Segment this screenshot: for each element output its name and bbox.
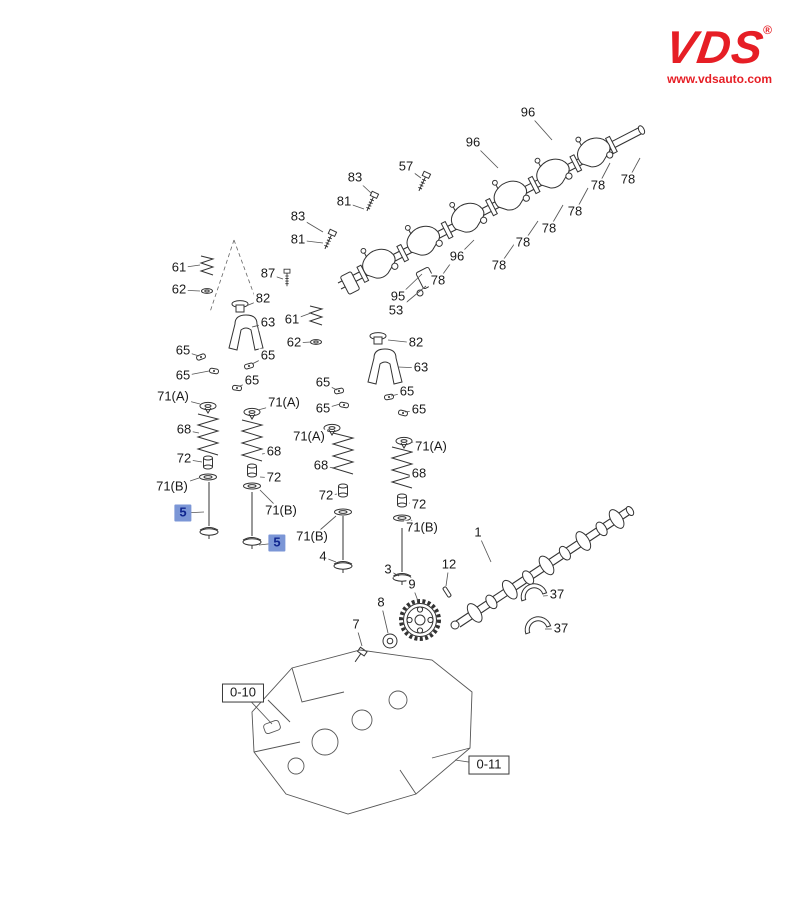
- brand-logo: VDS® www.vdsauto.com: [662, 21, 772, 86]
- part-number-label[interactable]: 71(B): [263, 502, 299, 519]
- part-number-label[interactable]: 37: [547, 586, 567, 603]
- part-number-label[interactable]: 9: [406, 576, 418, 593]
- brand-website: www.vdsauto.com: [667, 72, 772, 86]
- part-number-label[interactable]: 8: [375, 594, 387, 611]
- part-number-label[interactable]: 65: [313, 400, 333, 417]
- part-number-label[interactable]: 68: [174, 421, 194, 438]
- timing-gear: [399, 599, 441, 641]
- part-number-label[interactable]: 71(A): [266, 394, 302, 411]
- part-number-label[interactable]: 63: [258, 314, 278, 331]
- part-number-label[interactable]: 65: [173, 367, 193, 384]
- part-number-label[interactable]: 68: [264, 443, 284, 460]
- registered-mark-icon: ®: [763, 23, 772, 37]
- part-number-label[interactable]: 71(A): [291, 428, 327, 445]
- part-number-label[interactable]: 96: [447, 248, 467, 265]
- part-number-label[interactable]: 96: [463, 134, 483, 151]
- part-number-label[interactable]: 1: [472, 524, 484, 541]
- gear-washer: [382, 633, 398, 649]
- part-number-label[interactable]: 57: [396, 158, 416, 175]
- part-number-label[interactable]: 63: [411, 359, 431, 376]
- part-number-label[interactable]: 81: [334, 193, 354, 210]
- part-number-label[interactable]: 72: [316, 487, 336, 504]
- part-number-label[interactable]: 62: [169, 281, 189, 298]
- part-number-label[interactable]: 72: [264, 469, 284, 486]
- part-number-label[interactable]: 62: [284, 334, 304, 351]
- part-number-label[interactable]: 3: [382, 561, 394, 578]
- part-number-label[interactable]: 5: [174, 504, 192, 522]
- part-number-label[interactable]: 87: [258, 265, 278, 282]
- part-number-label[interactable]: 71(A): [155, 388, 191, 405]
- part-number-label[interactable]: 61: [282, 311, 302, 328]
- part-number-label[interactable]: 83: [288, 208, 308, 225]
- part-number-label[interactable]: 72: [409, 496, 429, 513]
- part-number-label[interactable]: 61: [169, 259, 189, 276]
- part-number-label[interactable]: 82: [253, 290, 273, 307]
- part-number-label[interactable]: 68: [409, 465, 429, 482]
- brand-logo-text: VDS: [661, 21, 767, 73]
- part-number-label[interactable]: 53: [386, 302, 406, 319]
- camshaft: [442, 505, 635, 630]
- part-number-label[interactable]: 78: [428, 272, 448, 289]
- part-number-label[interactable]: 65: [173, 342, 193, 359]
- part-number-label[interactable]: 68: [311, 457, 331, 474]
- part-number-label[interactable]: 65: [242, 372, 262, 389]
- figure-ref-label[interactable]: 0-11: [468, 755, 510, 775]
- part-number-label[interactable]: 65: [397, 383, 417, 400]
- part-number-label[interactable]: 37: [551, 620, 571, 637]
- gear-bolt: [354, 646, 368, 663]
- cylinder-head: [251, 649, 473, 815]
- part-number-label[interactable]: 72: [174, 450, 194, 467]
- part-number-label[interactable]: 71(B): [294, 528, 330, 545]
- part-number-label[interactable]: 95: [388, 288, 408, 305]
- part-number-label[interactable]: 78: [513, 234, 533, 251]
- part-number-label[interactable]: 81: [288, 231, 308, 248]
- part-number-label[interactable]: 96: [518, 104, 538, 121]
- part-number-label[interactable]: 83: [345, 169, 365, 186]
- part-number-label[interactable]: 7: [350, 616, 362, 633]
- part-number-label[interactable]: 5: [268, 534, 286, 552]
- part-number-label[interactable]: 71(B): [154, 478, 190, 495]
- part-number-label[interactable]: 78: [618, 171, 638, 188]
- part-number-label[interactable]: 78: [588, 177, 608, 194]
- part-number-label[interactable]: 12: [439, 556, 459, 573]
- part-number-label[interactable]: 78: [539, 220, 559, 237]
- part-number-label[interactable]: 71(A): [413, 438, 449, 455]
- part-number-label[interactable]: 4: [317, 548, 329, 565]
- part-number-label[interactable]: 78: [565, 203, 585, 220]
- part-number-label[interactable]: 82: [406, 334, 426, 351]
- part-number-label[interactable]: 71(B): [404, 519, 440, 536]
- part-number-label[interactable]: 78: [489, 257, 509, 274]
- figure-ref-label[interactable]: 0-10: [221, 683, 265, 703]
- part-number-label[interactable]: 65: [313, 374, 333, 391]
- part-number-label[interactable]: 65: [409, 401, 429, 418]
- part-number-label[interactable]: 65: [258, 347, 278, 364]
- construction-lines: [209, 239, 257, 313]
